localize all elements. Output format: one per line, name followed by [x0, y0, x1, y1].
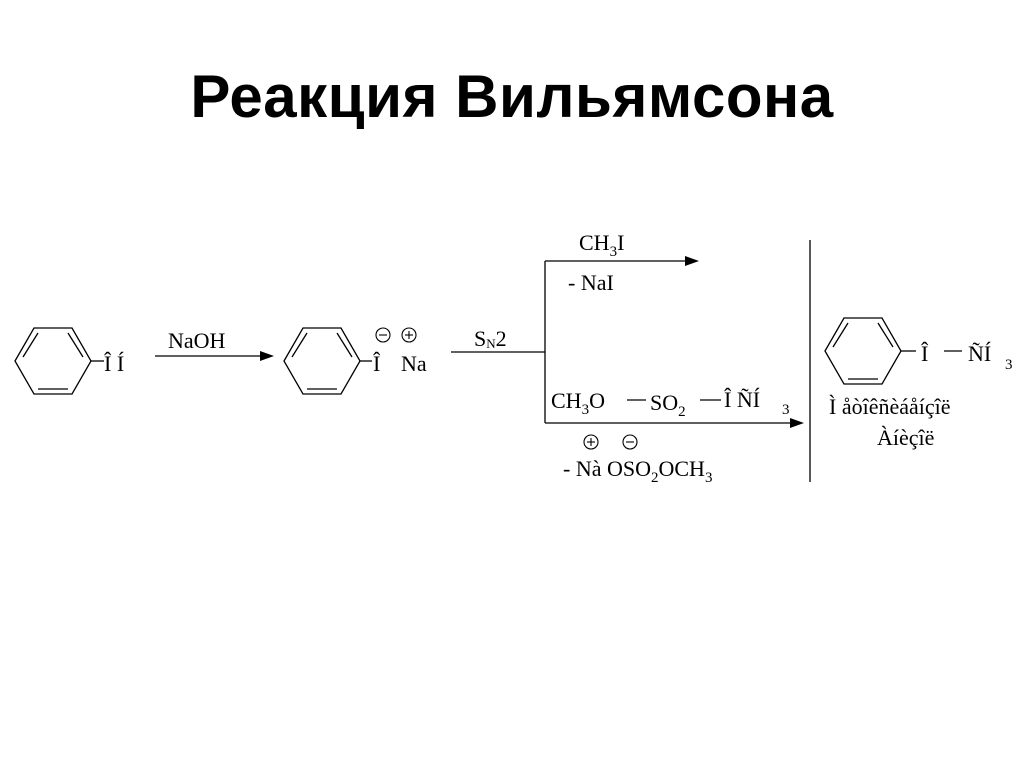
- upper-byproduct-nai: - NaI: [568, 270, 614, 295]
- intermediate-sodium-label: Na: [401, 351, 427, 376]
- upper-branch-arrow: [545, 256, 699, 266]
- lower-reagent-so2: SO2: [650, 390, 686, 420]
- product-benzene-ring: [824, 317, 916, 385]
- plus-charge-icon: [583, 434, 599, 450]
- minus-charge-icon: [375, 327, 391, 343]
- mechanism-label: SN2: [474, 326, 507, 351]
- reactant-benzene-ring: [14, 327, 104, 395]
- product-name-line2: Àíèçîë: [877, 425, 934, 450]
- reactant-hydroxyl-label: Î Í: [104, 351, 124, 376]
- upper-reagent-ch3i: CH3I: [579, 230, 624, 260]
- minus-charge-icon: [622, 434, 638, 450]
- slide-title: Реакция Вильямсона: [190, 63, 834, 130]
- lower-branch-arrow: [545, 418, 804, 428]
- reagent-naoh-label: NaOH: [168, 328, 226, 353]
- lower-reagent-ch3o: CH3O: [551, 388, 605, 418]
- product-name-line1: Ì åòîêñèáåíçîë: [829, 394, 951, 419]
- lower-byproduct: - Nà OSO2OCH3: [563, 456, 712, 486]
- plus-charge-icon: [401, 327, 417, 343]
- naoh-arrow: [155, 351, 274, 361]
- product-oxygen-label: Î: [921, 341, 929, 366]
- intermediate-oxygen-label: Î: [373, 351, 381, 376]
- intermediate-benzene-ring: [283, 327, 372, 395]
